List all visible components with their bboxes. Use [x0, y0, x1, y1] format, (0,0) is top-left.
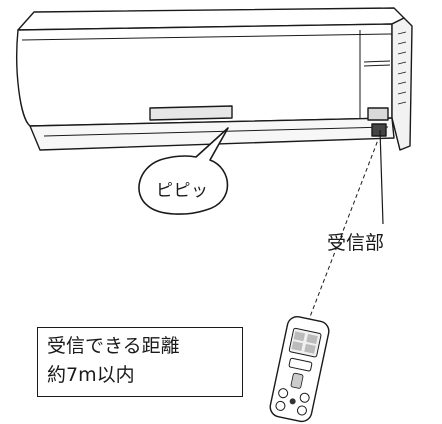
speech-bubble — [138, 127, 229, 215]
range-value: 約7m以内 — [47, 364, 135, 386]
receiver-leader-line — [379, 129, 384, 225]
beep-sound-label: ピピッ — [156, 181, 209, 201]
receiver-label: 受信部 — [327, 232, 385, 254]
air-conditioner-icon — [16, 7, 413, 151]
remote-control-icon — [269, 315, 330, 423]
signal-path-line — [307, 139, 379, 323]
reception-range-box: 受信できる距離 約7m以内 — [37, 327, 243, 397]
range-title: 受信できる距離 — [47, 335, 180, 357]
